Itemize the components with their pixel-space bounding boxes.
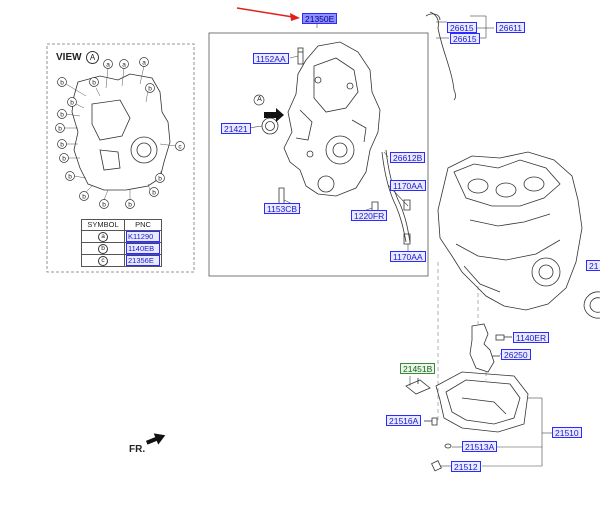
svg-text:b: b: [58, 126, 62, 133]
cover-group-frame: [208, 32, 429, 277]
svg-text:b: b: [62, 156, 66, 163]
part-label-1152aa[interactable]: 1152AA: [253, 53, 289, 64]
svg-text:b: b: [158, 176, 162, 183]
dowel-pin: [297, 47, 304, 65]
table-row: b 1140EB: [81, 242, 162, 255]
engine-block: [437, 151, 583, 311]
timing-cover: [283, 41, 381, 197]
svg-text:a: a: [122, 62, 126, 69]
pnc-link-k11290[interactable]: K11290: [126, 231, 160, 242]
view-cover-outline: [71, 73, 171, 191]
svg-text:b: b: [60, 112, 64, 119]
part-label-26615-upper[interactable]: 26615: [447, 22, 477, 33]
table-row: a K11290: [81, 230, 162, 243]
part-label-1140er[interactable]: 1140ER: [513, 332, 550, 343]
part-label-21510[interactable]: 21510: [552, 427, 582, 438]
oil-pan: [435, 371, 529, 433]
part-label-1153cb[interactable]: 1153CB: [264, 203, 301, 214]
svg-text:b: b: [148, 86, 152, 93]
part-label-1170aa-upper[interactable]: 1170AA: [390, 180, 426, 191]
symbol-cell: b: [98, 244, 108, 254]
pnc-link-1140eb[interactable]: 1140EB: [126, 243, 160, 254]
svg-text:c: c: [178, 144, 182, 151]
view-symbol-markers: [55, 57, 185, 209]
view-letter: A: [86, 51, 99, 64]
svg-text:b: b: [60, 142, 64, 149]
gauge-guide-tube: [381, 151, 407, 243]
part-label-21512[interactable]: 21512: [451, 461, 481, 472]
oil-strainer: [469, 323, 495, 373]
view-arrow-letter: A: [257, 96, 262, 103]
view-symbol-letters: b b b b b b b b b b b b b a a a b c: [58, 60, 182, 209]
part-label-1220fr[interactable]: 1220FR: [351, 210, 388, 221]
symbol-cell: c: [98, 256, 108, 266]
svg-text:b: b: [128, 202, 132, 209]
svg-text:a: a: [106, 62, 110, 69]
part-label-21516a[interactable]: 21516A: [386, 415, 422, 426]
pan-gasket: [405, 379, 431, 395]
part-label-26250[interactable]: 26250: [501, 349, 531, 360]
view-title: VIEW: [56, 52, 82, 63]
rear-oil-seal-partial: [583, 291, 600, 319]
drain-washer: [444, 443, 452, 449]
svg-text:b: b: [92, 80, 96, 87]
symbol-cell: a: [98, 232, 108, 242]
pan-bolt: [431, 417, 438, 426]
oil-dipstick: [429, 11, 456, 101]
symbol-header: SYMBOL: [81, 219, 125, 231]
table-row: c 21356E: [81, 254, 162, 267]
svg-text:b: b: [152, 190, 156, 197]
pnc-link-21356e[interactable]: 21356E: [126, 255, 160, 266]
part-label-21421[interactable]: 21421: [221, 123, 251, 134]
view-panel-frame: [46, 43, 195, 273]
center-lines: [437, 262, 487, 420]
symbol-pnc-table: SYMBOL PNC a K11290 b 1140EB c 21356E: [81, 219, 162, 267]
pnc-header: PNC: [124, 219, 162, 231]
bolt-1170aa-upper: [403, 199, 411, 211]
part-label-26615-lower[interactable]: 26615: [450, 33, 480, 44]
part-label-21-partial[interactable]: 21: [586, 260, 600, 271]
bolt-1170aa-lower: [403, 233, 411, 245]
view-a-arrow: [253, 94, 284, 122]
view-cover-bore: [130, 136, 158, 164]
drain-plug: [431, 460, 442, 472]
strainer-bolt: [495, 334, 505, 341]
part-label-1170aa-lower[interactable]: 1170AA: [390, 251, 426, 262]
red-pointer-arrow: [236, 7, 300, 21]
part-label-21350e[interactable]: 21350E: [302, 13, 338, 24]
part-label-26612b[interactable]: 26612B: [390, 152, 426, 163]
fr-arrow: [145, 433, 166, 445]
svg-text:b: b: [60, 80, 64, 87]
svg-text:b: b: [68, 174, 72, 181]
svg-text:b: b: [102, 202, 106, 209]
front-direction-label: FR.: [129, 444, 146, 455]
part-label-21451b[interactable]: 21451B: [400, 363, 436, 374]
dipstick-bracket: [436, 15, 494, 39]
svg-text:b: b: [70, 100, 74, 107]
part-label-26611[interactable]: 26611: [496, 22, 526, 33]
part-label-21513a[interactable]: 21513A: [462, 441, 498, 452]
oil-seal: [261, 117, 279, 135]
svg-text:a: a: [142, 60, 146, 67]
svg-text:b: b: [82, 194, 86, 201]
